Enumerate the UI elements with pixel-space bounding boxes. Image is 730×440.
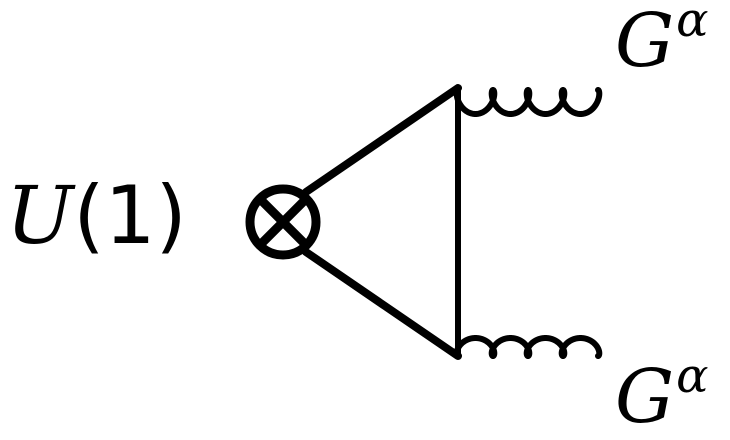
gluon-label-bottom: Gα bbox=[615, 352, 709, 434]
vertex-cross-b bbox=[256, 195, 310, 249]
operator-insertion-vertex bbox=[245, 184, 321, 260]
gluon-label-top: Gα bbox=[615, 0, 709, 78]
u1-argument: (1) bbox=[73, 169, 187, 262]
u1-vertex-label: U(1) bbox=[6, 176, 187, 256]
gluon-line-top bbox=[453, 87, 603, 117]
gluon-bottom-superscript: α bbox=[676, 348, 709, 404]
gluon-bottom-symbol: G bbox=[615, 354, 675, 440]
fermion-line-lower bbox=[302, 248, 462, 360]
fermion-line-upper bbox=[302, 84, 462, 196]
gluon-top-superscript: α bbox=[676, 0, 709, 48]
gluon-top-symbol: G bbox=[615, 0, 675, 84]
u1-symbol: U bbox=[6, 169, 74, 262]
gluon-line-bottom bbox=[453, 335, 603, 359]
